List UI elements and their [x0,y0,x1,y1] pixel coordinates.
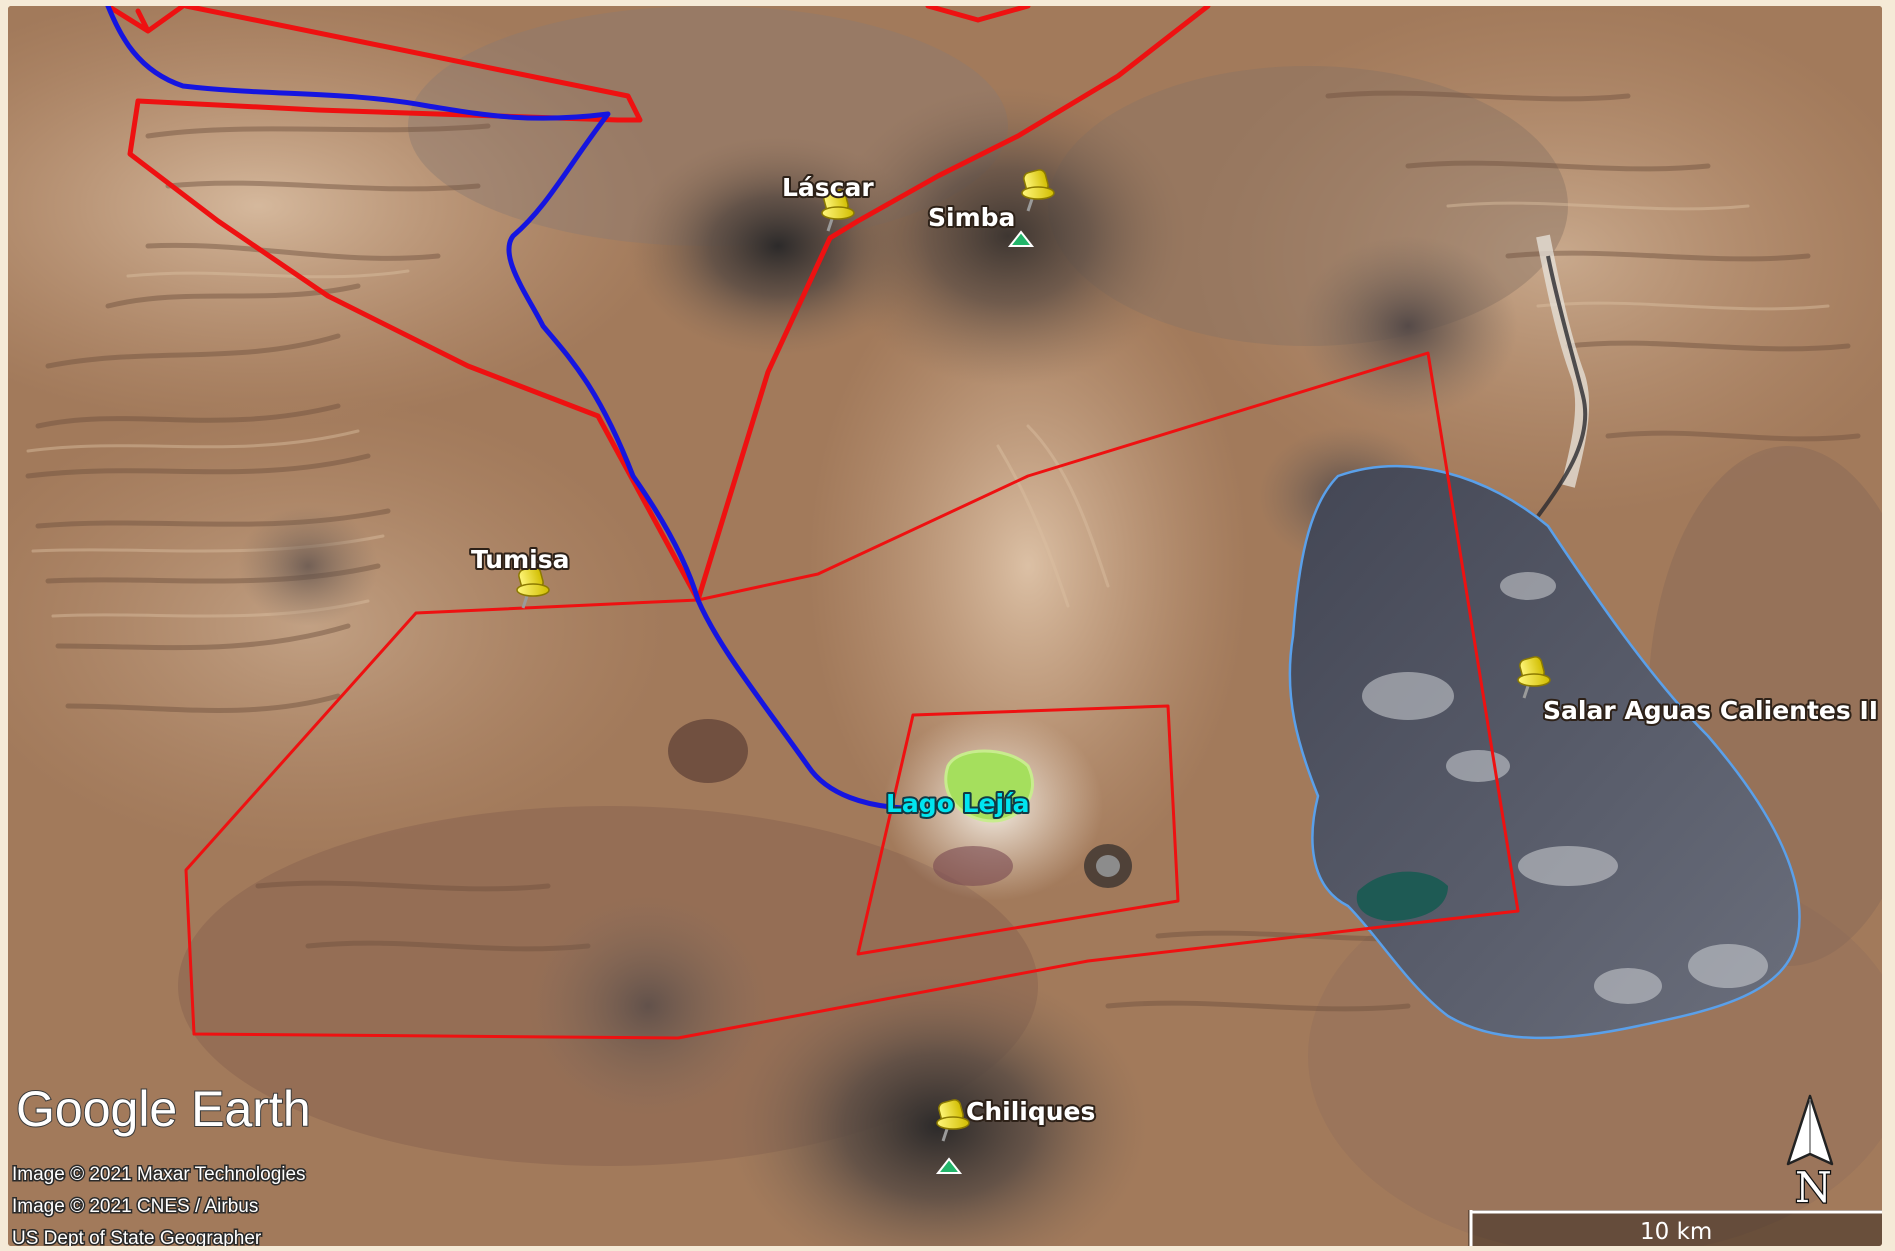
scale-bar: 10 km [1468,1210,1882,1246]
scale-bar-label: 10 km [1640,1219,1712,1245]
pushpin-icon[interactable] [821,189,855,232]
placemark-label-simba[interactable]: Simba [926,201,1017,234]
chiliques-summit-icon [935,1157,963,1174]
imagery-credit-2: Image © 2021 CNES / Airbus [12,1196,258,1217]
placemark-label-chiliques[interactable]: Chiliques [964,1095,1097,1128]
salar-boundary-outline [1288,464,1801,1040]
map-viewport[interactable]: Láscar Simba Tumisa Lago Lejía Salar Agu… [8,6,1882,1246]
north-arrow-label: N [1795,1163,1832,1212]
satellite-map[interactable]: Láscar Simba Tumisa Lago Lejía Salar Agu… [8,6,1882,1246]
pushpin-icon[interactable] [1517,656,1551,699]
placemark-label-tumisa[interactable]: Tumisa [469,543,571,576]
lago-lejia-lake [944,749,1035,823]
north-arrow-icon: N [1786,1094,1834,1213]
imagery-credit-3: US Dept of State Geographer [12,1228,262,1246]
pushpin-icon[interactable] [936,1099,970,1142]
red-boundaries [105,6,1520,1040]
google-earth-logo: Google Earth [16,1081,311,1137]
pushpin-icon[interactable] [1021,169,1055,212]
placemark-label-lago-lejia[interactable]: Lago Lejía [884,787,1031,820]
pushpin-icon[interactable] [516,566,550,609]
imagery-credit-1: Image © 2021 Maxar Technologies [12,1164,306,1185]
blue-route-line [105,6,906,811]
simba-summit-icon [1007,230,1035,247]
placemark-label-salar-aguas-calientes[interactable]: Salar Aguas Calientes II [1541,694,1880,727]
salar-lagoon [1356,871,1448,921]
placemark-label-lascar[interactable]: Láscar [780,171,876,204]
